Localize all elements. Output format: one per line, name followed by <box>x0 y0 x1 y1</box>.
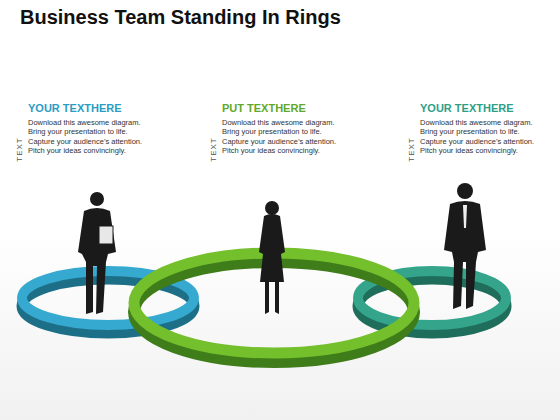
body-text: Download this awesome diagram. Bring you… <box>420 118 540 156</box>
body-text: Download this awesome diagram. Bring you… <box>222 118 342 156</box>
column-heading: YOUR TEXTHERE <box>28 102 122 114</box>
body-text: Download this awesome diagram. Bring you… <box>28 118 148 156</box>
side-label: TEXT <box>15 137 24 163</box>
side-label: TEXT <box>209 137 218 163</box>
businessman-silhouette <box>444 183 486 309</box>
side-label: TEXT <box>407 137 416 163</box>
column-heading: PUT TEXTHERE <box>222 102 306 114</box>
businesswoman-silhouette <box>259 201 285 314</box>
businessman-silhouette <box>78 192 116 314</box>
slide-title: Business Team Standing In Rings <box>20 6 341 29</box>
column-heading: YOUR TEXTHERE <box>420 102 514 114</box>
